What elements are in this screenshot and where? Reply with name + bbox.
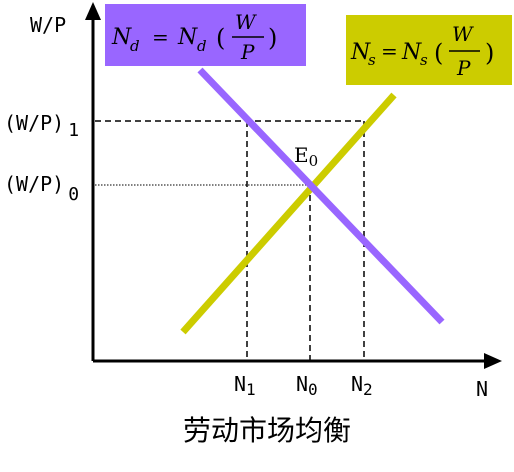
svg-text:P: P xyxy=(240,40,255,64)
equilibrium-label: E0 xyxy=(294,143,318,170)
x-tick-n1: N1 xyxy=(234,372,256,399)
svg-text:W: W xyxy=(235,10,257,34)
x-tick-n0: N0 xyxy=(296,372,318,399)
svg-text:=: = xyxy=(381,39,398,63)
diagram-caption: 劳动市场均衡 xyxy=(183,414,351,447)
labor-supply-function-box xyxy=(346,15,512,85)
labor-supply-curve xyxy=(180,92,397,335)
svg-text:d: d xyxy=(197,37,207,55)
x-axis-label: N xyxy=(476,377,488,401)
svg-text:=: = xyxy=(152,25,169,49)
svg-text:d: d xyxy=(130,37,140,55)
svg-text:N: N xyxy=(401,40,422,65)
svg-text:s: s xyxy=(420,51,428,69)
svg-text:N: N xyxy=(350,40,371,65)
x-tick-n2: N2 xyxy=(351,372,373,399)
svg-text:N: N xyxy=(111,25,132,50)
y-axis-label: W/P xyxy=(30,13,66,37)
svg-text:N: N xyxy=(177,25,198,50)
svg-text:): ) xyxy=(485,39,494,67)
x-axis-arrowhead xyxy=(484,353,502,369)
y-axis-arrowhead xyxy=(85,2,101,20)
y-tick-w-p1: (W/P)1 xyxy=(4,111,79,141)
svg-text:): ) xyxy=(268,24,277,52)
svg-text:P: P xyxy=(456,56,471,80)
svg-text:s: s xyxy=(368,51,376,69)
svg-text:(: ( xyxy=(216,24,225,52)
labor-supply-function: N s = N s ( W P ) xyxy=(350,22,494,80)
svg-text:(: ( xyxy=(434,39,443,67)
labor-demand-function: N d = N d ( W P ) xyxy=(111,10,277,64)
svg-text:W: W xyxy=(452,22,474,46)
labor-demand-curve xyxy=(197,67,445,325)
y-tick-w-p0: (W/P)0 xyxy=(4,172,79,205)
labor-demand-function-box xyxy=(105,4,306,66)
